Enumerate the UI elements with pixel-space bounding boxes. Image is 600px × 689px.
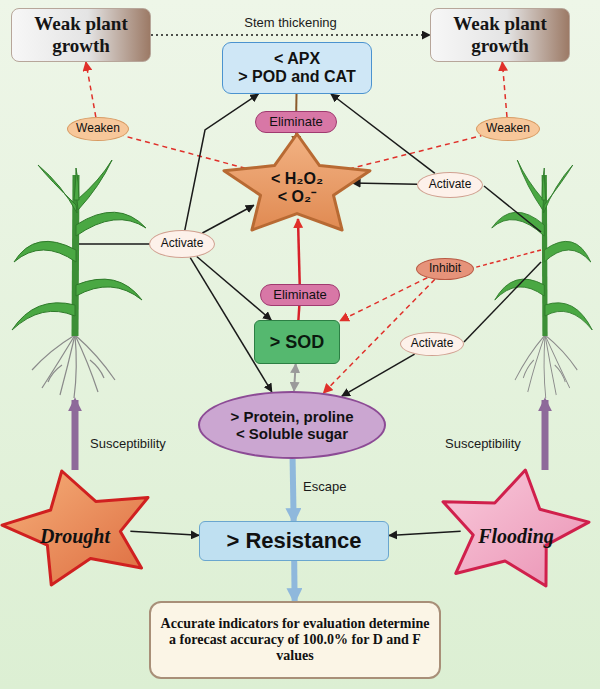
node-text: Eliminate — [269, 115, 322, 130]
node-text: < O₂⁻ — [278, 188, 316, 206]
edge-label: Stem thickening — [244, 15, 337, 30]
connector-arrow — [124, 136, 246, 168]
connector-arrow — [197, 257, 271, 320]
maize-plant — [12, 160, 146, 398]
connector-arrow — [342, 354, 415, 396]
node-text: > POD and CAT — [238, 68, 356, 86]
node-text: Accurate indicators for evaluation deter… — [159, 616, 431, 664]
annotation-label: Susceptibility — [90, 436, 166, 451]
stimulus-line — [464, 262, 541, 342]
connector-arrow — [291, 561, 297, 601]
stimulus-line — [484, 186, 541, 232]
effect-tag: Weaken — [476, 117, 540, 141]
stress-star: Flooding — [441, 468, 591, 588]
node-text: < APX — [274, 50, 320, 68]
connector-arrow — [202, 205, 253, 233]
effect-tag: Activate — [149, 230, 215, 258]
node-text: Weaken — [76, 122, 120, 136]
node-text: Activate — [161, 237, 204, 251]
connector-arrow — [349, 136, 481, 169]
enzyme-box: > SOD — [254, 320, 340, 364]
stimulus-line — [473, 250, 541, 268]
edge-label: Escape — [303, 478, 346, 493]
effect-tag: Activate — [400, 332, 464, 356]
effect-tag: Inhibit — [416, 258, 474, 280]
connector-arrow — [293, 459, 294, 521]
susceptibility-arrow — [72, 400, 79, 470]
connector-arrow — [502, 62, 507, 117]
connector-arrow — [298, 219, 300, 284]
action-pill: Eliminate — [255, 111, 337, 133]
node-text: < Soluble sugar — [236, 425, 348, 442]
resistance-box: > Resistance — [199, 521, 389, 561]
node-text: Weak plant growth — [18, 13, 144, 57]
outcome-box: Weak plant growth — [430, 8, 570, 62]
connector-arrow — [295, 94, 297, 111]
effect-tag: Activate — [417, 172, 483, 198]
node-text: Inhibit — [429, 262, 461, 276]
node-text: Flooding — [478, 525, 554, 548]
node-text: Drought — [40, 525, 110, 548]
connector-arrow — [340, 278, 427, 321]
node-text: Eliminate — [273, 288, 326, 303]
connector-arrow — [185, 94, 259, 230]
node-text: Weaken — [486, 122, 530, 136]
node-text: Activate — [429, 178, 472, 192]
enzyme-box: < APX> POD and CAT — [222, 42, 372, 94]
node-text: > Protein, proline — [231, 408, 354, 425]
connector-arrow — [151, 34, 430, 36]
conclusion-box: Accurate indicators for evaluation deter… — [149, 601, 441, 679]
node-text: > SOD — [270, 332, 325, 353]
connector-arrow — [294, 364, 296, 391]
node-text: < H₂O₂ — [271, 170, 323, 188]
connector-arrow — [86, 62, 96, 117]
metabolite-ellipse: > Protein, proline< Soluble sugar — [198, 391, 386, 459]
effect-tag: Weaken — [67, 117, 129, 141]
connector-arrow — [130, 531, 199, 535]
connector-arrow — [331, 94, 435, 173]
ros-star: < H₂O₂< O₂⁻ — [222, 132, 372, 232]
connector-arrow — [352, 183, 417, 184]
action-pill: Eliminate — [260, 284, 340, 306]
outcome-box: Weak plant growth — [11, 8, 151, 62]
susceptibility-arrow — [542, 400, 549, 470]
stress-star: Drought — [0, 469, 150, 587]
connector-arrow — [389, 531, 461, 535]
node-text: Weak plant growth — [437, 13, 563, 57]
connector-arrow — [297, 306, 300, 320]
annotation-label: Susceptibility — [445, 436, 521, 451]
node-text: > Resistance — [226, 528, 361, 553]
node-text: Activate — [411, 337, 454, 351]
stimulus-line — [79, 243, 150, 245]
maize-plant — [492, 160, 593, 398]
